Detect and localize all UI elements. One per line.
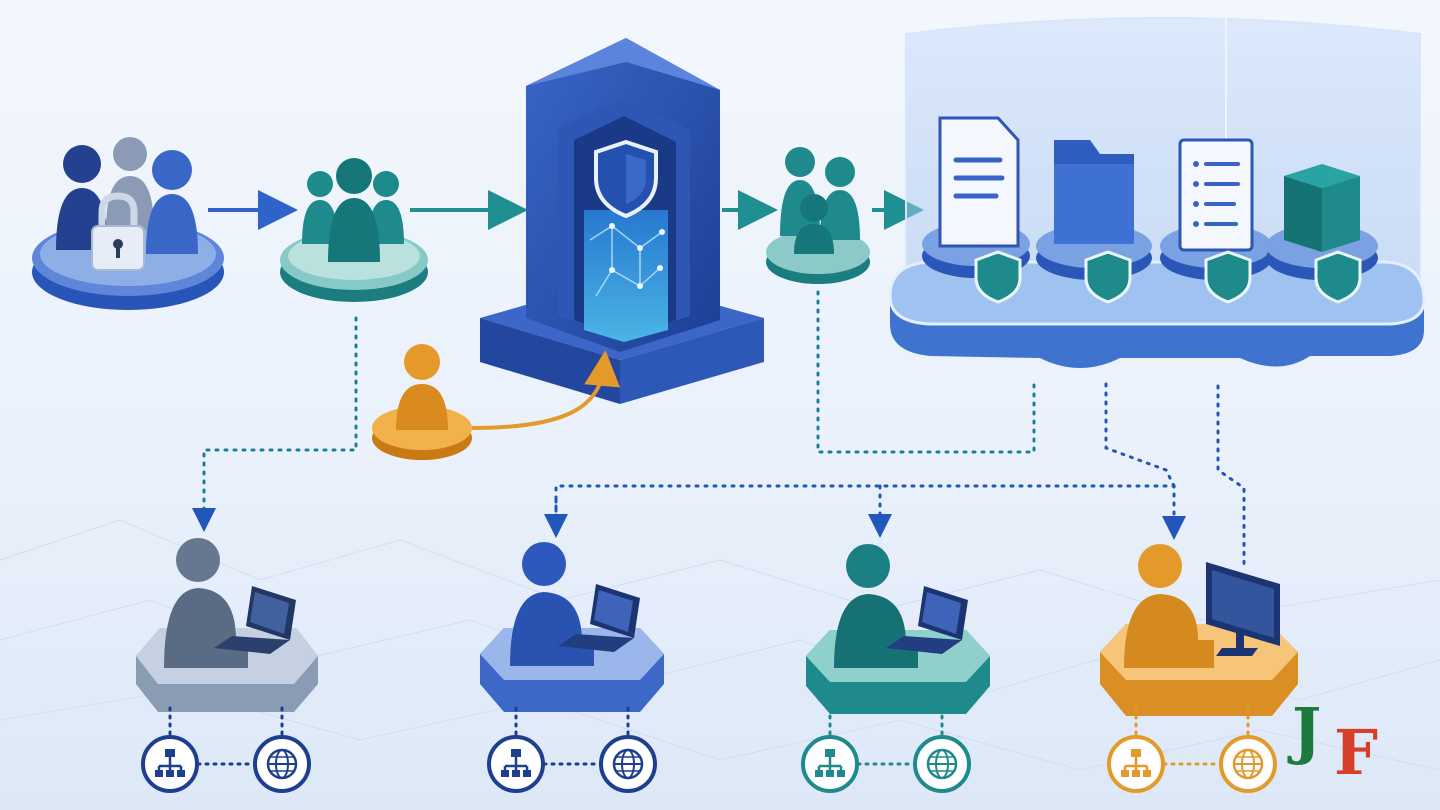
org-chart-icon xyxy=(141,735,199,793)
checklist-icon xyxy=(1178,138,1254,252)
svg-text:J: J xyxy=(1287,694,1321,767)
list-document-resource xyxy=(1160,138,1272,304)
user-icon xyxy=(846,544,890,588)
dotted-connector xyxy=(1104,382,1176,488)
user-icon xyxy=(820,157,860,240)
shield-icon xyxy=(1084,250,1132,304)
folder-resource xyxy=(1036,140,1152,304)
security-gateway-tower xyxy=(480,38,764,404)
authorized-user-group xyxy=(766,147,870,284)
network-icon-pair xyxy=(141,706,311,793)
protected-resource-platform xyxy=(888,16,1426,368)
workstation-teal xyxy=(806,544,990,714)
jf-watermark-logo: J F xyxy=(1287,694,1378,789)
user-icon xyxy=(146,150,198,254)
globe-icon xyxy=(599,735,657,793)
locked-user-group xyxy=(32,137,224,310)
user-icon xyxy=(106,137,154,230)
user-icon xyxy=(780,147,820,236)
workstation-orange xyxy=(1100,544,1298,716)
document-icon xyxy=(938,116,1020,248)
shield-icon xyxy=(1204,250,1252,304)
teal-user-group xyxy=(280,158,428,302)
dotted-connector xyxy=(192,316,358,532)
shield-icon xyxy=(1314,250,1362,304)
org-chart-icon xyxy=(801,735,859,793)
data-cube-resource xyxy=(1266,164,1378,304)
admin-user xyxy=(372,344,472,460)
user-icon xyxy=(794,194,834,254)
user-icon xyxy=(302,171,338,244)
monitor-icon xyxy=(1206,562,1280,656)
globe-icon xyxy=(913,735,971,793)
dotted-connector xyxy=(1216,384,1246,570)
globe-icon xyxy=(253,735,311,793)
user-icon xyxy=(1138,544,1182,588)
network-icon-pair xyxy=(801,706,971,793)
workstation-blue xyxy=(480,542,664,712)
shield-icon xyxy=(594,139,658,219)
laptop-icon xyxy=(886,586,968,654)
padlock-icon xyxy=(91,192,145,271)
shield-icon xyxy=(974,250,1022,304)
laptop-icon xyxy=(558,584,640,652)
network-icon-pair xyxy=(1107,706,1277,793)
cube-icon xyxy=(1284,164,1360,252)
dotted-connector xyxy=(554,484,1186,540)
org-chart-icon xyxy=(487,735,545,793)
globe-icon xyxy=(1219,735,1277,793)
user-icon xyxy=(404,344,440,380)
workstation-gray xyxy=(136,538,318,712)
laptop-icon xyxy=(214,586,296,654)
admin-access-arrow xyxy=(471,350,621,430)
svg-text:F: F xyxy=(1334,716,1378,789)
user-icon xyxy=(522,542,566,586)
org-chart-icon xyxy=(1107,735,1165,793)
network-icon-pair xyxy=(487,706,657,793)
user-icon xyxy=(176,538,220,582)
document-resource xyxy=(922,116,1030,304)
dotted-connector xyxy=(816,290,1036,454)
user-icon xyxy=(328,158,380,262)
